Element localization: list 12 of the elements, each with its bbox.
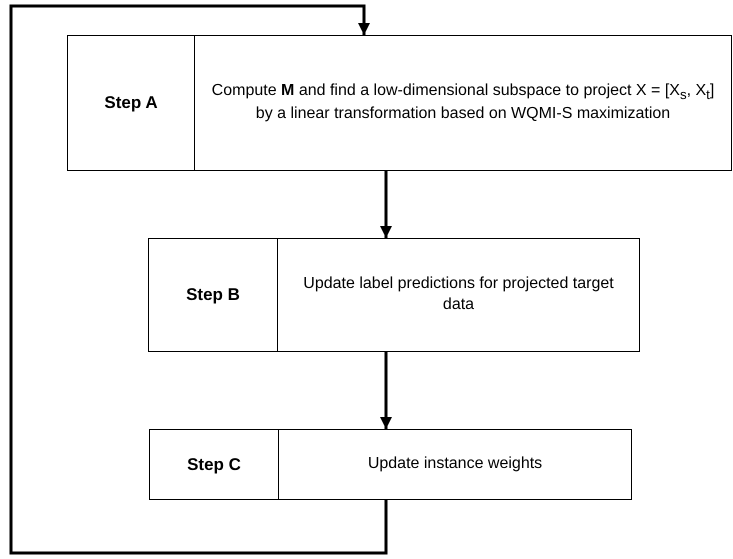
step-description: Update instance weights — [368, 454, 542, 474]
step-label: Step A — [104, 93, 158, 113]
step-label: Step C — [187, 454, 241, 474]
process-box — [149, 429, 632, 500]
step-label: Step B — [186, 285, 240, 305]
process-box — [148, 238, 640, 352]
step-description: Compute M and find a low-dimensional subspace to project X = [X$_{s}$, X$_{t}$] by a linear transformation based on WQMI-S maximization — [210, 81, 716, 124]
arrow — [10, 4, 388, 554]
arrow — [380, 352, 392, 429]
process-box — [67, 35, 732, 171]
arrow — [380, 171, 392, 238]
step-description: Update label predictions for projected target data — [302, 274, 615, 315]
